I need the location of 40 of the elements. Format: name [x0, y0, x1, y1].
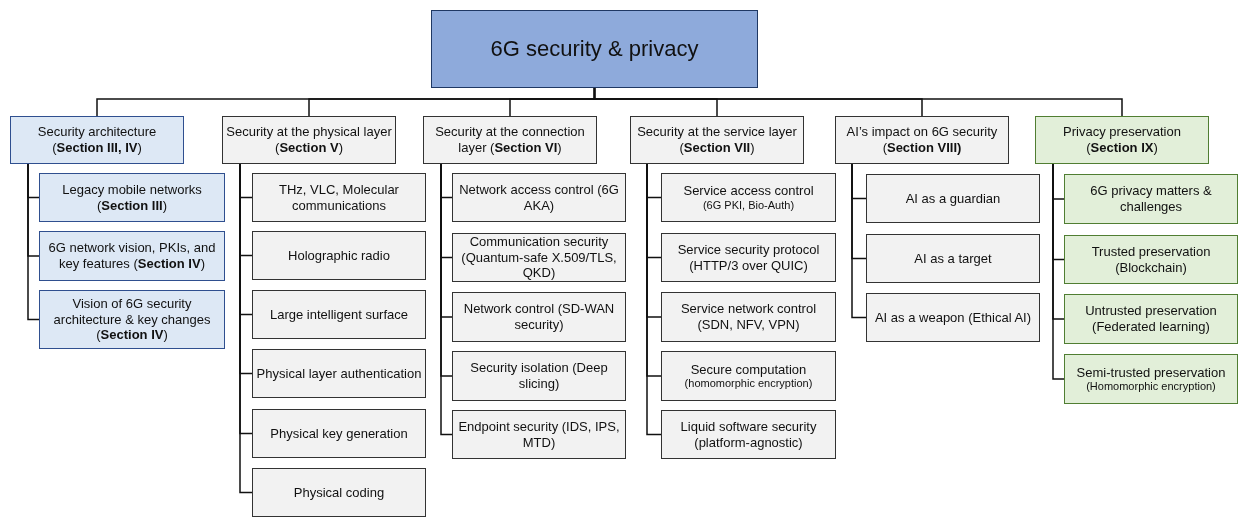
topic-box: 6G network vision, PKIs, and key features (Section IV)	[39, 231, 225, 281]
topic-box: Network control (SD-WAN security)	[452, 292, 626, 342]
root-box: 6G security & privacy	[431, 10, 758, 88]
topic-box: Communication security (Quantum-safe X.509/TLS, QKD)	[452, 233, 626, 282]
category-box: Security at the physical layer (Section V)	[222, 116, 396, 164]
topic-box: Secure computation (homomorphic encryption)	[661, 351, 836, 401]
topic-box: AI as a guardian	[866, 174, 1040, 223]
topic-box: Untrusted preservation (Federated learning)	[1064, 294, 1238, 344]
topic-box: AI as a weapon (Ethical AI)	[866, 293, 1040, 342]
connector-line	[851, 163, 867, 319]
connector-line	[646, 163, 662, 436]
category-box: AI’s impact on 6G security (Section VIII)	[835, 116, 1009, 164]
topic-box: Network access control (6G AKA)	[452, 173, 626, 222]
topic-box: Endpoint security (IDS, IPS, MTD)	[452, 410, 626, 459]
topic-box: 6G privacy matters & challenges	[1064, 174, 1238, 224]
connector-line	[593, 87, 1123, 117]
topic-box: Legacy mobile networks (Section III)	[39, 173, 225, 222]
topic-box: Vision of 6G security architecture & key changes (Section IV)	[39, 290, 225, 349]
category-box: Security at the connection layer (Section VI)	[423, 116, 597, 164]
topic-box: Holographic radio	[252, 231, 426, 280]
topic-box: Security isolation (Deep slicing)	[452, 351, 626, 401]
connector-line	[1052, 163, 1065, 380]
topic-box: Semi-trusted preservation (Homomorphic encryption)	[1064, 354, 1238, 404]
topic-box: Liquid software security (platform-agnostic)	[661, 410, 836, 459]
connector-line	[239, 163, 253, 494]
topic-box: Service network control (SDN, NFV, VPN)	[661, 292, 836, 342]
topic-box: Service access control (6G PKI, Bio-Auth)	[661, 173, 836, 222]
category-box: Privacy preservation (Section IX)	[1035, 116, 1209, 164]
topic-box: Physical layer authentication	[252, 349, 426, 398]
category-box: Security at the service layer (Section VII)	[630, 116, 804, 164]
topic-box: Physical coding	[252, 468, 426, 517]
topic-box: THz, VLC, Molecular communications	[252, 173, 426, 222]
connector-line	[440, 163, 453, 436]
topic-box: AI as a target	[866, 234, 1040, 283]
topic-box: Service security protocol (HTTP/3 over QUIC)	[661, 233, 836, 282]
topic-box: Large intelligent surface	[252, 290, 426, 339]
topic-box: Trusted preservation (Blockchain)	[1064, 235, 1238, 284]
topic-box: Physical key generation	[252, 409, 426, 458]
connector-line	[27, 163, 40, 321]
category-box: Security architecture (Section III, IV)	[10, 116, 184, 164]
